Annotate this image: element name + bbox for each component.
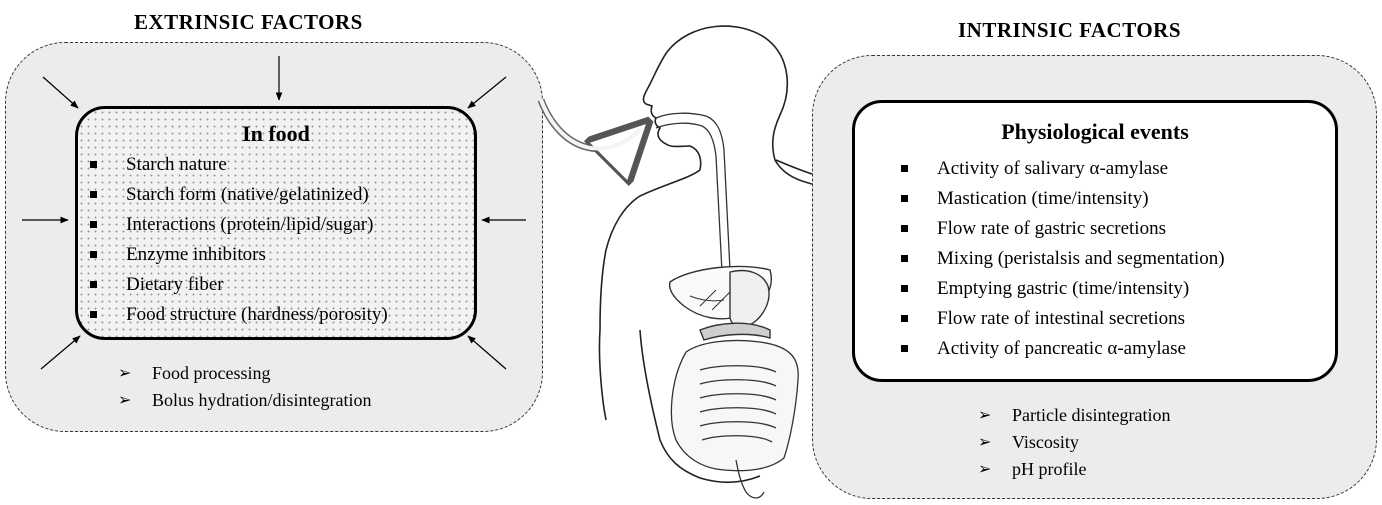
- esophagus: [656, 113, 730, 272]
- arrow-top-left: [43, 77, 78, 108]
- inward-arrows: [22, 56, 526, 369]
- arrow-bottom-right: [468, 336, 506, 369]
- arrow-bottom-left: [41, 336, 80, 369]
- liver-stomach: [670, 266, 772, 340]
- arrow-top-right: [468, 77, 506, 108]
